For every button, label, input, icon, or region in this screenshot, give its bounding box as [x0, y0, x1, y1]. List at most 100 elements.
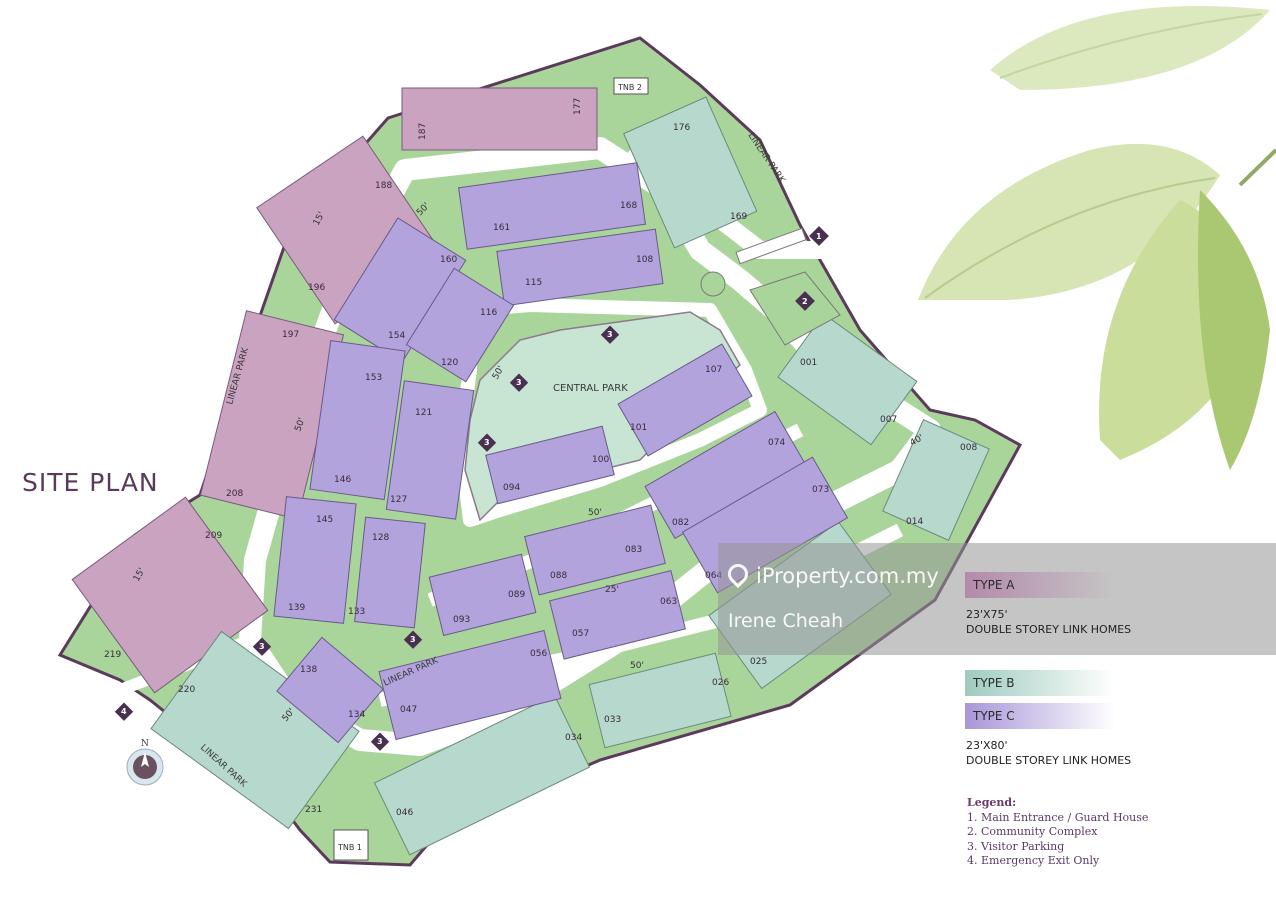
community-complex: [749, 271, 841, 346]
lot-number: 153: [365, 373, 382, 383]
block-type-c: [309, 340, 406, 501]
block-type-b: [588, 652, 732, 749]
lot-blocks: [71, 87, 990, 856]
lot-number: 133: [348, 607, 365, 617]
lot-number: 161: [493, 223, 510, 233]
central-park-label: CENTRAL PARK: [553, 383, 628, 394]
lot-number: 169: [730, 212, 747, 222]
road-width: 50': [293, 417, 307, 434]
lot-number: 064: [705, 571, 722, 581]
lot-number: 108: [636, 255, 653, 265]
marker-visitor-parking: [403, 630, 423, 649]
block-type-c: [273, 496, 357, 624]
watermark-panel: [718, 543, 1276, 655]
lot-number: 063: [660, 597, 677, 607]
lot-number: 219: [104, 650, 121, 660]
road-width: 50': [630, 661, 644, 671]
legend-item: 3. Visitor Parking: [967, 839, 1065, 853]
type-a-swatch: TYPE A: [965, 572, 1115, 598]
tnb-2-label: TNB 2: [617, 83, 642, 92]
lot-number: 116: [480, 308, 497, 318]
block-type-b: [882, 419, 990, 541]
lot-number: 160: [440, 255, 457, 265]
lot-number: 056: [530, 649, 547, 659]
lot-number: 145: [316, 515, 333, 525]
leaf-decoration: [918, 6, 1276, 470]
marker-label: 1: [816, 232, 822, 241]
lot-number: 047: [400, 705, 417, 715]
lot-number: 128: [372, 533, 389, 543]
tnb-1: [333, 829, 369, 861]
lot-number: 196: [308, 283, 325, 293]
marker-visitor-parking: [252, 637, 272, 656]
lot-number: 008: [960, 443, 977, 453]
lot-number: 107: [705, 365, 722, 375]
lot-number: 014: [906, 517, 923, 527]
lot-number: 121: [415, 408, 432, 418]
block-type-c: [485, 425, 615, 505]
lot-number: 168: [620, 201, 637, 211]
lot-number: 208: [226, 489, 243, 499]
lot-number: 046: [396, 808, 413, 818]
lot-number: 094: [503, 483, 520, 493]
tnb-1-label: TNB 1: [337, 843, 362, 852]
marker-label: 4: [121, 707, 127, 716]
type-c-swatch: TYPE C: [965, 703, 1115, 729]
block-type-b: [373, 694, 591, 856]
block-type-c: [378, 629, 562, 741]
tnb-2: [613, 77, 649, 95]
lot-number: 139: [288, 603, 305, 613]
block-type-a: [401, 87, 598, 151]
marker-label: 3: [259, 642, 265, 651]
type-a-desc: DOUBLE STOREY LINK HOMES: [966, 623, 1132, 636]
block-type-c: [385, 380, 475, 520]
type-bc-size: 23'X80': [966, 739, 1008, 752]
watermark-site: iProperty.com.my: [723, 559, 939, 589]
type-b-swatch: TYPE B: [965, 670, 1115, 696]
lot-number: 176: [673, 123, 690, 133]
block-type-c: [496, 228, 664, 307]
marker-label: 3: [377, 737, 383, 746]
marker-label: 3: [607, 330, 613, 339]
lot-number: 057: [572, 629, 589, 639]
lot-number: 034: [565, 733, 582, 743]
legend-item: 1. Main Entrance / Guard House: [967, 810, 1149, 824]
lot-number: 187: [418, 123, 428, 140]
location-pin-icon: [723, 559, 753, 589]
lot-number: 209: [205, 531, 222, 541]
lot-number: 082: [672, 518, 689, 528]
lot-number: 001: [800, 358, 817, 368]
lot-number: 083: [625, 545, 642, 555]
block-type-c: [354, 516, 426, 629]
lot-number: 089: [508, 590, 525, 600]
legend-item: 4. Emergency Exit Only: [967, 854, 1100, 868]
lot-number: 127: [390, 495, 407, 505]
lot-number: 026: [712, 678, 729, 688]
marker-visitor-parking: [370, 732, 390, 751]
lot-number: 220: [178, 685, 195, 695]
lot-number: 115: [525, 278, 542, 288]
block-type-b: [623, 96, 758, 249]
block-type-c: [524, 504, 666, 596]
legend: Legend: 1. Main Entrance / Guard House 2…: [967, 796, 1148, 869]
guard-house: [735, 227, 807, 265]
lot-numbers: 187 177 188 196 197 208 209 219 176 169 …: [104, 98, 977, 818]
lot-number: 154: [388, 331, 405, 341]
marker-label: 3: [410, 635, 416, 644]
marker-label: 2: [802, 297, 808, 306]
legend-item: 2. Community Complex: [967, 825, 1098, 839]
road-width: 50': [588, 508, 602, 518]
block-type-b: [777, 313, 918, 446]
marker-visitor-parking: [509, 373, 529, 392]
lot-number: 134: [348, 710, 365, 720]
lot-number: 138: [300, 665, 317, 675]
marker-visitor-parking: [477, 433, 497, 452]
road-width: 25': [605, 585, 619, 595]
lot-number: 177: [573, 98, 583, 115]
type-bc-desc: DOUBLE STOREY LINK HOMES: [966, 754, 1132, 767]
marker-label: 3: [484, 438, 490, 447]
legend-heading: Legend:: [967, 796, 1017, 809]
block-type-c: [276, 636, 384, 744]
lot-number: 007: [880, 415, 897, 425]
